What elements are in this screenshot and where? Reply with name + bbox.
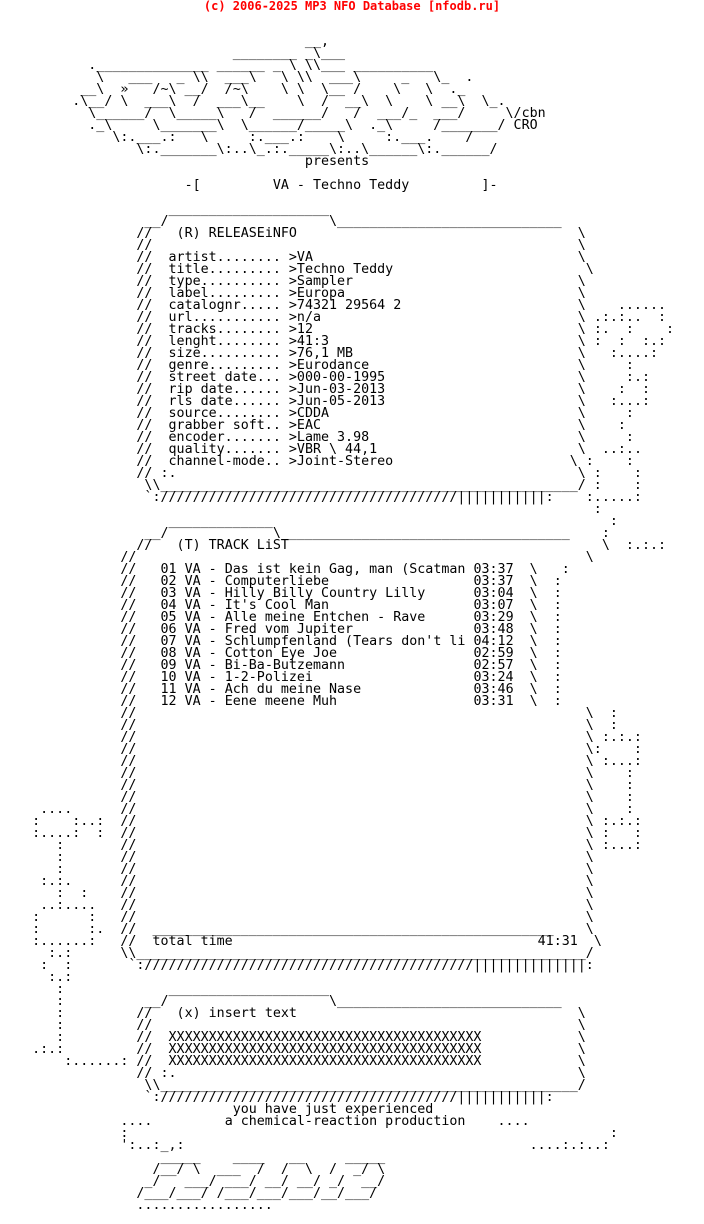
track-name: VA - Eene meene Muh [184,694,338,709]
releaseinfo-header: (R) RELEASEiNFO [176,226,297,241]
logo-line-8: \______/ \_____\ / ______/ / ___/_ ___/ … [0,106,546,121]
insert-line: XXXXXXXXXXXXXXXXXXXXXXXXXXXXXXXXXXXXXXX [168,1054,482,1069]
footer-line-1: you have just experienced [232,1102,434,1117]
track-time: 02:57 [473,658,514,673]
logo-line-2: __, [0,34,329,49]
track-time: 03:07 [473,598,514,613]
track-time: 02:59 [473,646,514,661]
source-value: >CDDA [288,406,330,421]
size-value: >76,1 MB [288,346,354,361]
insert-line: XXXXXXXXXXXXXXXXXXXXXXXXXXXXXXXXXXXXXXX [168,1030,482,1045]
rip-date-value: >Jun-03-2013 [288,382,386,397]
total-time-value: 41:31 [537,934,578,949]
logo-line-6: __\ » /~\ __/ /~\ \ \ \__ / \ \ ._ [0,82,466,97]
track-time: 03:37 [473,574,514,589]
track-name: VA - Ach du meine Nase [184,682,362,697]
artist-value: >VA [288,250,313,265]
logo-line-5: \ ___ _ \\ ___\ \ \\ ___\ _ \_ . [0,70,474,85]
tracks-value: >12 [288,322,313,337]
length-value: >41:3 [288,334,330,349]
insert-line: XXXXXXXXXXXXXXXXXXXXXXXXXXXXXXXXXXXXXXX [168,1042,482,1057]
url-value: >n/a [288,310,321,325]
street-date-value: >000-00-1995 [288,370,386,385]
track-name: VA - It's Cool Man [184,598,330,613]
track-time: 03:37 [473,562,514,577]
genre-value: >Eurodance [288,358,370,373]
logo-footer-line-4: ................. [0,1198,273,1213]
nfo-art: __, ________ _\___ .______________ _____… [0,34,675,1213]
catalognr-value: >74321 29564 2 [288,298,402,313]
nfodb-header: (c) 2006-2025 MP3 NFO Database [nfodb.ru… [203,0,501,13]
label-value: >Europa [288,286,346,301]
rls-date-value: >Jun-05-2013 [288,394,386,409]
track-name: VA - Computerliebe [184,574,330,589]
logo-line-7: .\__/ \ ___\ / ___\__ \ / __\ \ \ __\ \_… [0,94,506,109]
track-name: VA - 1-2-Polizei [184,670,313,685]
track-name: VA - Cotton Eye Joe [184,646,338,661]
track-time: 03:24 [473,670,514,685]
track-name: VA - Bi-Ba-Butzemann [184,658,346,673]
logo-line-10: \:.___.: \ :.___.: \ :.___. / [0,130,474,145]
track-time: 03:46 [473,682,514,697]
footer-line-2: a chemical-reaction production [224,1114,466,1129]
track-name: VA - Fred vom Jupiter [184,622,354,637]
logo-line-11: \:._______\:..\_.:._____\:..\______\:.__… [0,142,498,157]
track-time: 03:31 [473,694,514,709]
track-name: VA - Schlumpfenland (Tears don't li [184,634,466,649]
release-title: VA - Techno Teddy [272,178,410,193]
track-name: VA - Das ist kein Gag, man (Scatman [184,562,466,577]
logo-footer-line-1: /__/ \ ___ / / \ / _/ \ [0,1162,386,1177]
grabber-value: >EAC [288,418,321,433]
channel-mode-value: >Joint-Stereo [288,454,394,469]
tracklist-header: (T) TRACK LiST [176,538,289,553]
type-value: >Sampler [288,274,354,289]
logo-footer-line-0: _____ ____ __ _____ [0,1150,386,1165]
logo-line-3: ________ _\___ [0,46,346,61]
encoder-value: >Lame 3.98 [288,430,370,445]
logo-line-4: .______________ ______ _ \ \\___ _______… [0,58,434,73]
quality-value: >VBR \ 44,1 [288,442,378,457]
track-time: 03:04 [473,586,514,601]
logo-footer-line-3: /___/___/ /___/___/___/__/___/ [0,1186,378,1201]
logo-footer-line-2: _/ ___/ ___/ __/ __/ _/ __/ [0,1174,386,1189]
track-time: 03:48 [473,622,514,637]
track-time: 03:29 [473,610,514,625]
logo-line-9: ._\ \_______\ \______/_____\ ._\ /______… [0,118,538,133]
presents-text: presents [304,154,370,169]
total-time-label: total time [152,934,233,949]
track-time: 04:12 [473,634,514,649]
track-name: VA - Hilly Billy Country Lilly [184,586,426,601]
title-value: >Techno Teddy [288,262,394,277]
insert-header: (x) insert text [176,1006,297,1021]
track-name: VA - Alle meine Entchen - Rave [184,610,426,625]
